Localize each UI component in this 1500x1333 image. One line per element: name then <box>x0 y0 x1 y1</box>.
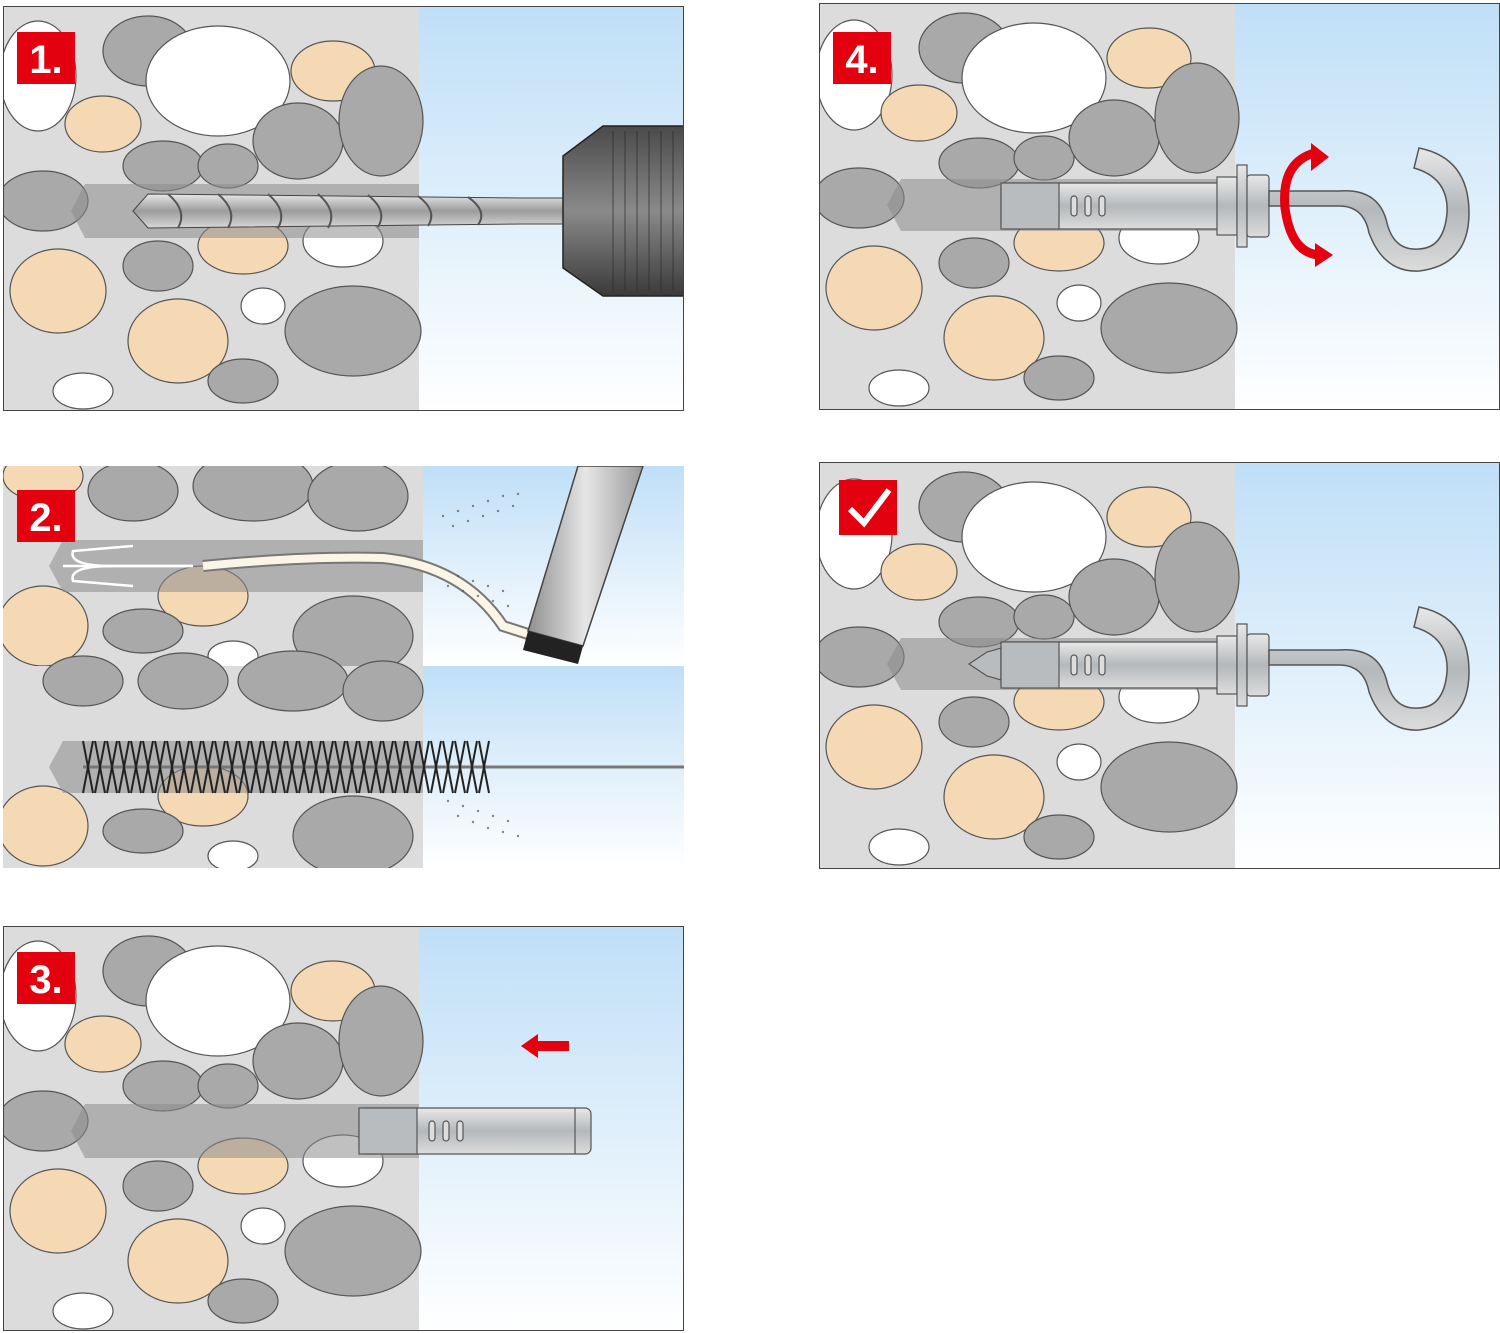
step-4-illustration: 4. <box>819 3 1500 410</box>
step-1-panel: 1. <box>3 6 684 411</box>
step-badge <box>833 32 891 84</box>
checkmark-icon <box>839 480 897 535</box>
step-3-label: 3. <box>29 958 62 1002</box>
anchor-bolt <box>358 1107 592 1155</box>
step-badge <box>17 490 75 542</box>
air-flow-arrows <box>63 544 193 588</box>
step-2-label: 2. <box>29 496 62 540</box>
step-1-label: 1. <box>29 38 62 82</box>
step-done-panel <box>819 462 1500 869</box>
dust-particles <box>441 492 520 608</box>
hook <box>1268 147 1470 272</box>
step-4-panel: 4. <box>819 3 1500 410</box>
drill-hole <box>71 1104 419 1158</box>
dust-particles-lower <box>446 799 520 838</box>
anchor-bolt-expanded <box>967 623 1270 707</box>
step-2-illustration: 2. <box>3 466 684 868</box>
step-3-panel: 3. <box>3 926 684 1331</box>
anchor-bolt <box>1000 164 1270 248</box>
step-4-label: 4. <box>845 38 878 82</box>
drill-bit <box>132 193 564 229</box>
step-2-panel: 2. <box>3 466 684 868</box>
step-badge <box>17 32 75 84</box>
rotation-arrow-icon <box>1280 148 1320 260</box>
hook <box>1268 606 1470 731</box>
cleaning-brush <box>82 740 684 794</box>
step-1-illustration: 1. <box>3 6 684 411</box>
step-badge <box>17 952 75 1004</box>
stones-lower <box>3 650 424 868</box>
step-done-illustration <box>819 462 1500 869</box>
step-3-illustration: 3. <box>3 926 684 1331</box>
blow-pump <box>523 466 644 664</box>
stones-upper <box>3 466 414 677</box>
drill-chuck <box>562 125 684 297</box>
insert-direction-arrow <box>521 1034 569 1058</box>
